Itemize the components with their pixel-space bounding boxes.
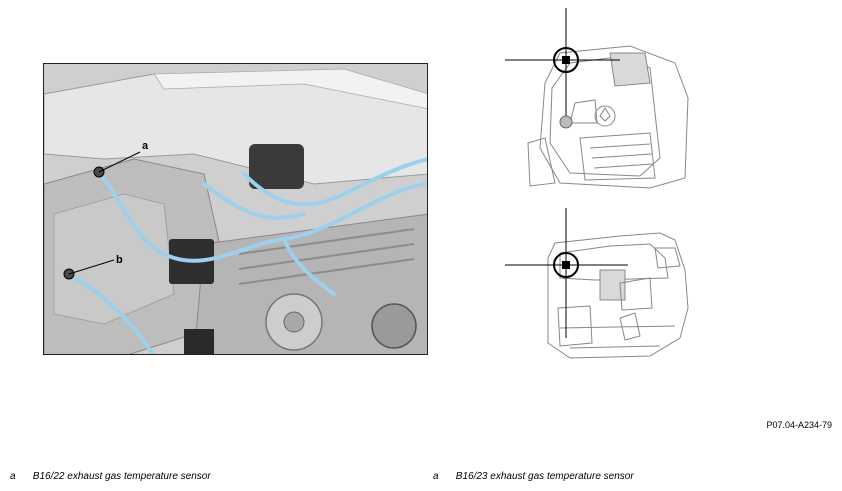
legend-key: a <box>10 471 16 482</box>
legend-item: a B16/22 exhaust gas temperature sensor <box>10 471 211 482</box>
legend-item: a B16/23 exhaust gas temperature sensor <box>433 471 634 482</box>
legend-text: B16/23 exhaust gas temperature sensor <box>455 471 634 482</box>
legend-key: a <box>433 471 439 482</box>
callout-b-label: b <box>116 254 123 266</box>
figure-reference-code: P07.04-A234-79 <box>766 420 832 430</box>
sensor-position-marker-icon <box>505 208 628 338</box>
crosshair-icon <box>505 8 620 129</box>
legend-text: B16/22 exhaust gas temperature sensor <box>32 471 211 482</box>
locator-diagram <box>500 8 700 368</box>
callout-a-label: a <box>142 140 149 152</box>
engine-photo <box>43 63 428 355</box>
